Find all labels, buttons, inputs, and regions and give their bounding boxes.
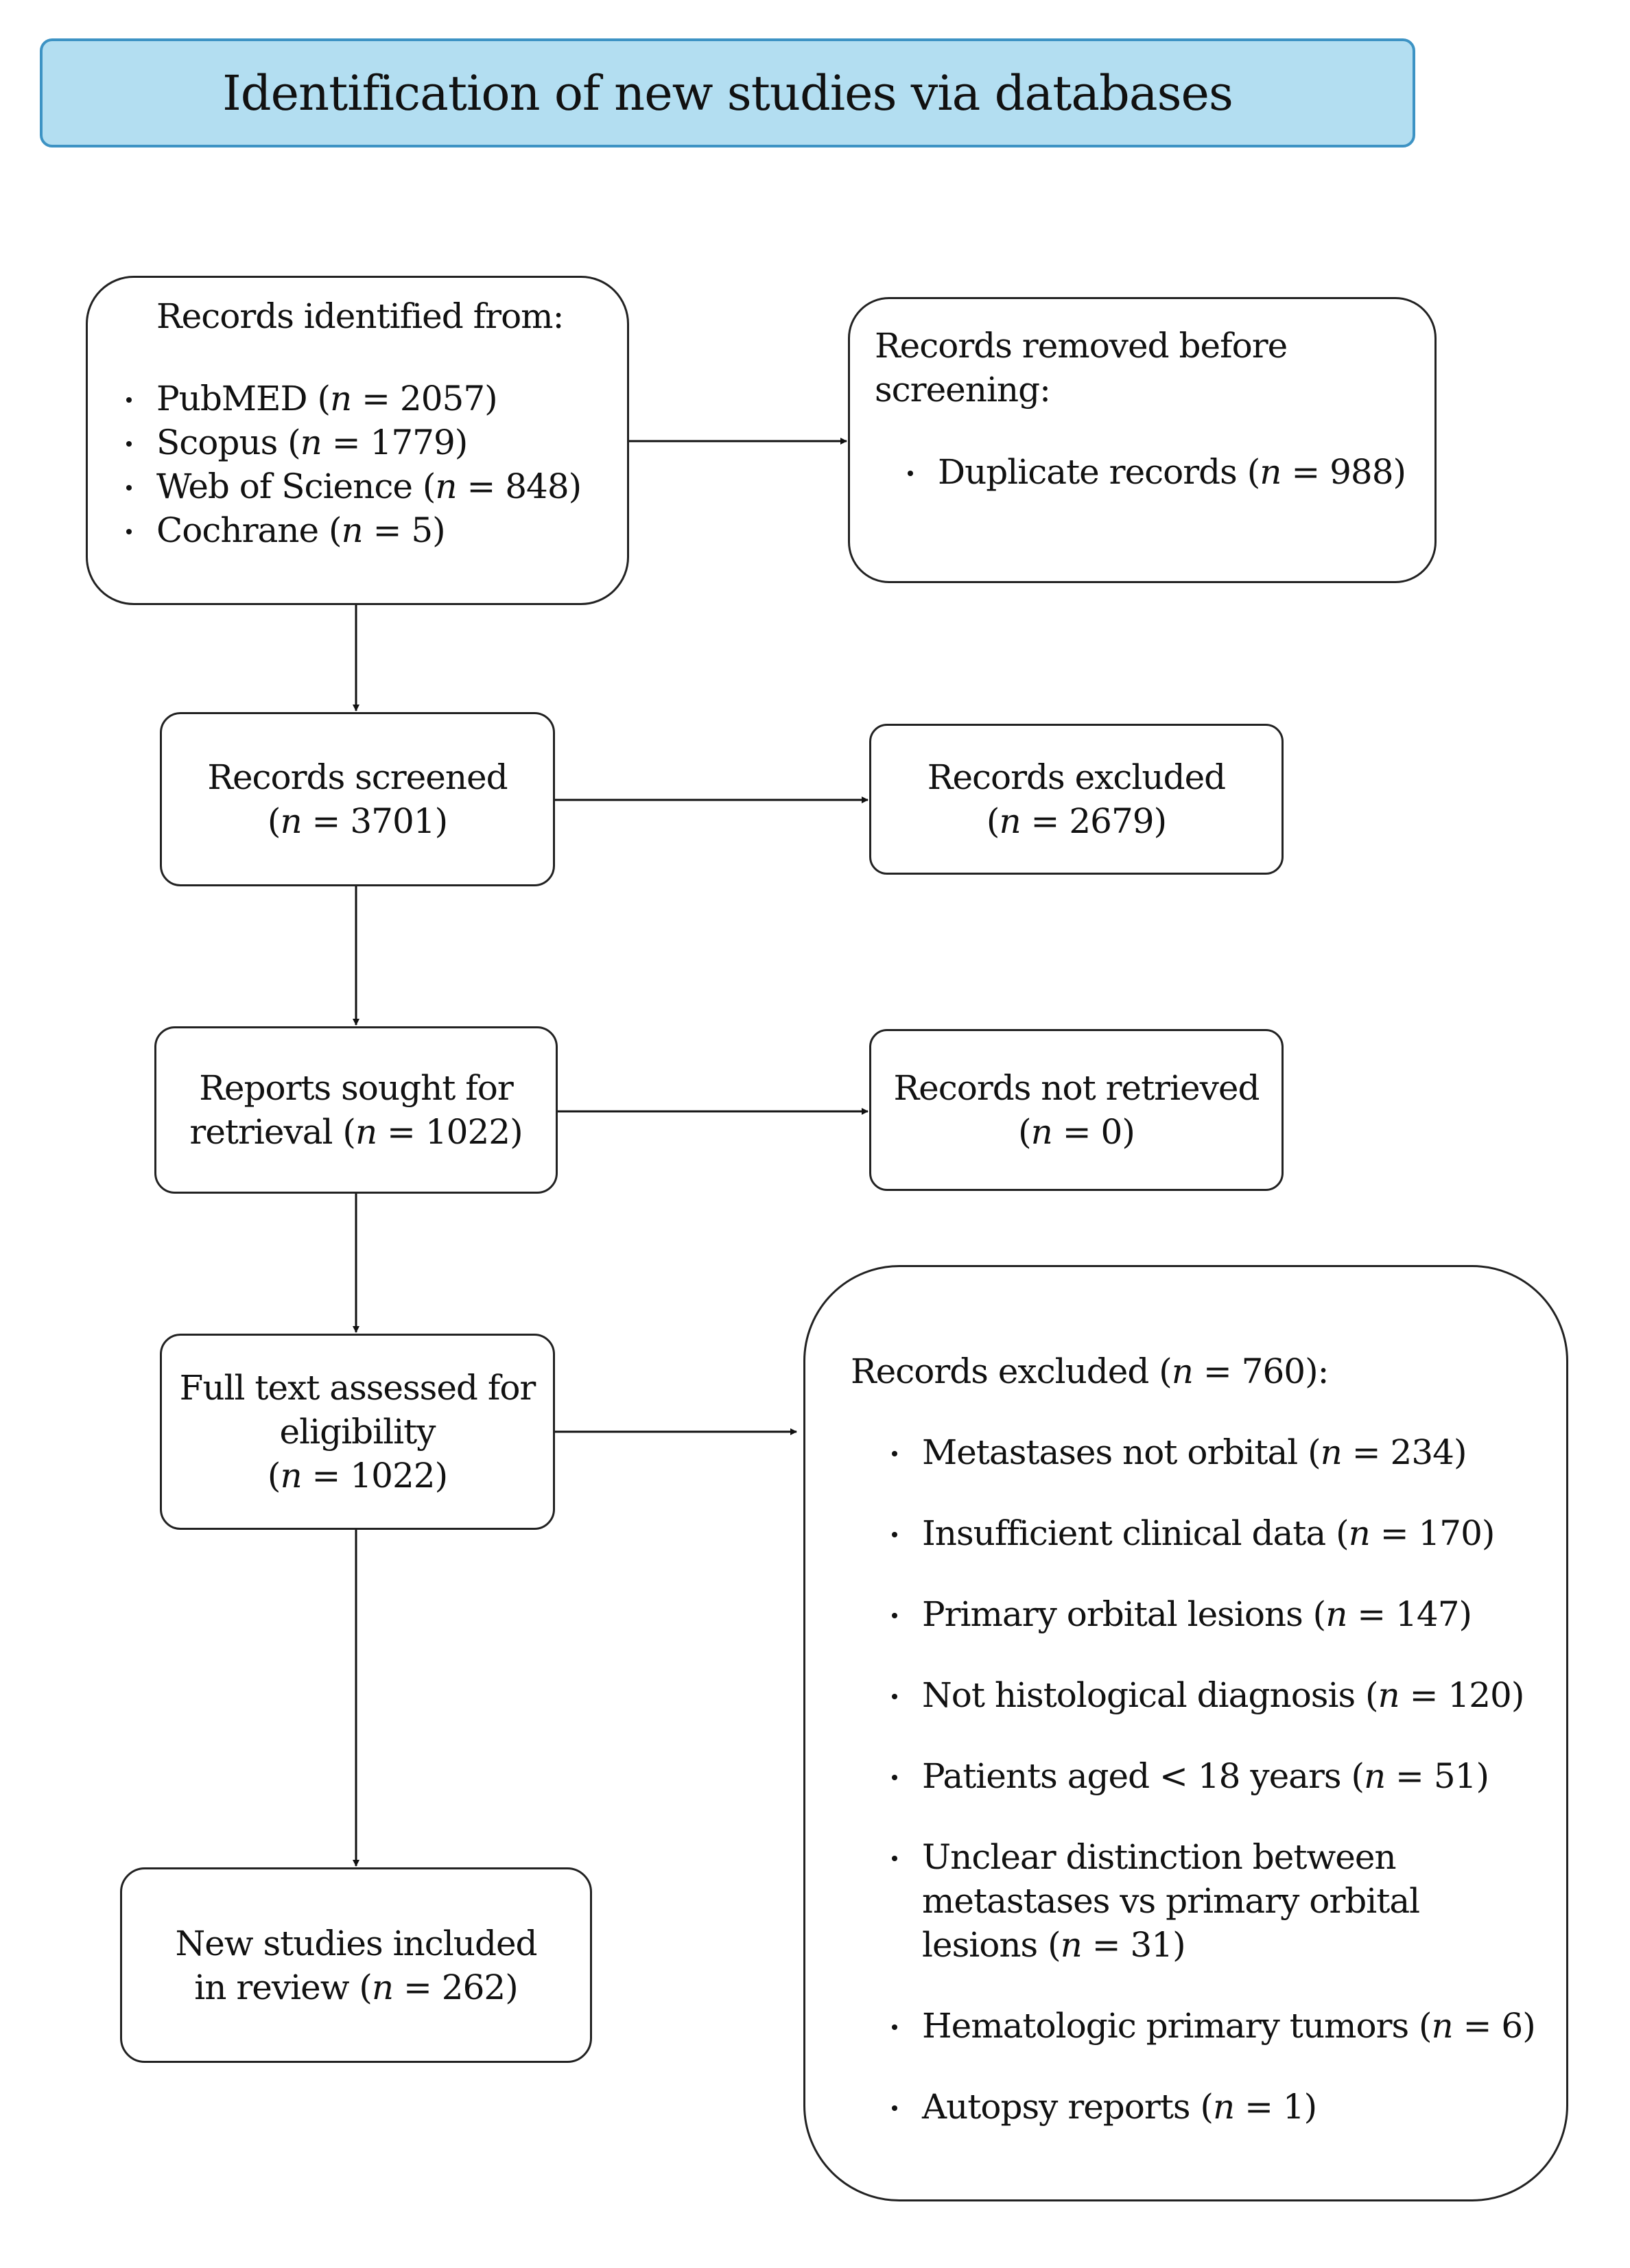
assessed-count: (n = 1022) (267, 1456, 448, 1496)
not-retrieved-count: (n = 0) (1018, 1112, 1135, 1152)
list-item: Metastases not orbital (n = 234) (886, 1430, 1552, 1474)
not-retrieved-label: Records not retrieved (893, 1068, 1260, 1108)
full-text-excluded-box: Records excluded (n = 760): Metastases n… (803, 1265, 1568, 2201)
list-item: PubMED (n = 2057) (121, 377, 627, 421)
list-item: Not histological diagnosis (n = 120) (886, 1673, 1552, 1717)
list-item: Autopsy reports (n = 1) (886, 2085, 1552, 2129)
list-item: Duplicate records (n = 988) (902, 450, 1414, 494)
section-header: Identification of new studies via databa… (40, 38, 1415, 147)
full-text-excluded-heading: Records excluded (n = 760): (851, 1351, 1329, 1391)
identified-heading: Records identified from: (156, 296, 564, 336)
header-title: Identification of new studies via databa… (222, 64, 1233, 121)
list-item: Unclear distinction between metastases v… (886, 1835, 1539, 1967)
records-identified-box: Records identified from: PubMED (n = 205… (86, 276, 629, 605)
removed-heading: Records removed before screening: (875, 326, 1288, 410)
list-item: Insufficient clinical data (n = 170) (886, 1511, 1552, 1555)
full-text-assessed-box: Full text assessed for eligibility (n = … (160, 1334, 555, 1530)
records-screened-box: Records screened (n = 3701) (160, 712, 555, 886)
list-item: Patients aged < 18 years (n = 51) (886, 1754, 1552, 1798)
excluded-count: (n = 2679) (986, 801, 1167, 841)
sought-count: retrieval (n = 1022) (189, 1112, 523, 1152)
included-label: New studies included (175, 1923, 537, 1963)
list-item: Primary orbital lesions (n = 147) (886, 1592, 1552, 1636)
list-item: Cochrane (n = 5) (121, 508, 627, 552)
assessed-label: Full text assessed for (179, 1368, 536, 1408)
screened-label: Records screened (207, 757, 508, 797)
list-item: Web of Science (n = 848) (121, 464, 627, 508)
records-excluded-box: Records excluded (n = 2679) (869, 724, 1284, 875)
reports-sought-box: Reports sought for retrieval (n = 1022) (154, 1026, 558, 1194)
included-count: in review (n = 262) (194, 1967, 518, 2007)
screened-count: (n = 3701) (267, 801, 448, 841)
records-not-retrieved-box: Records not retrieved (n = 0) (869, 1029, 1284, 1191)
sought-label: Reports sought for (199, 1068, 514, 1108)
assessed-label-2: eligibility (279, 1412, 436, 1452)
records-removed-box: Records removed before screening: Duplic… (848, 297, 1437, 583)
list-item: Scopus (n = 1779) (121, 421, 627, 464)
list-item: Hematologic primary tumors (n = 6) (886, 2004, 1552, 2048)
excluded-label: Records excluded (927, 757, 1226, 797)
studies-included-box: New studies included in review (n = 262) (120, 1867, 592, 2063)
